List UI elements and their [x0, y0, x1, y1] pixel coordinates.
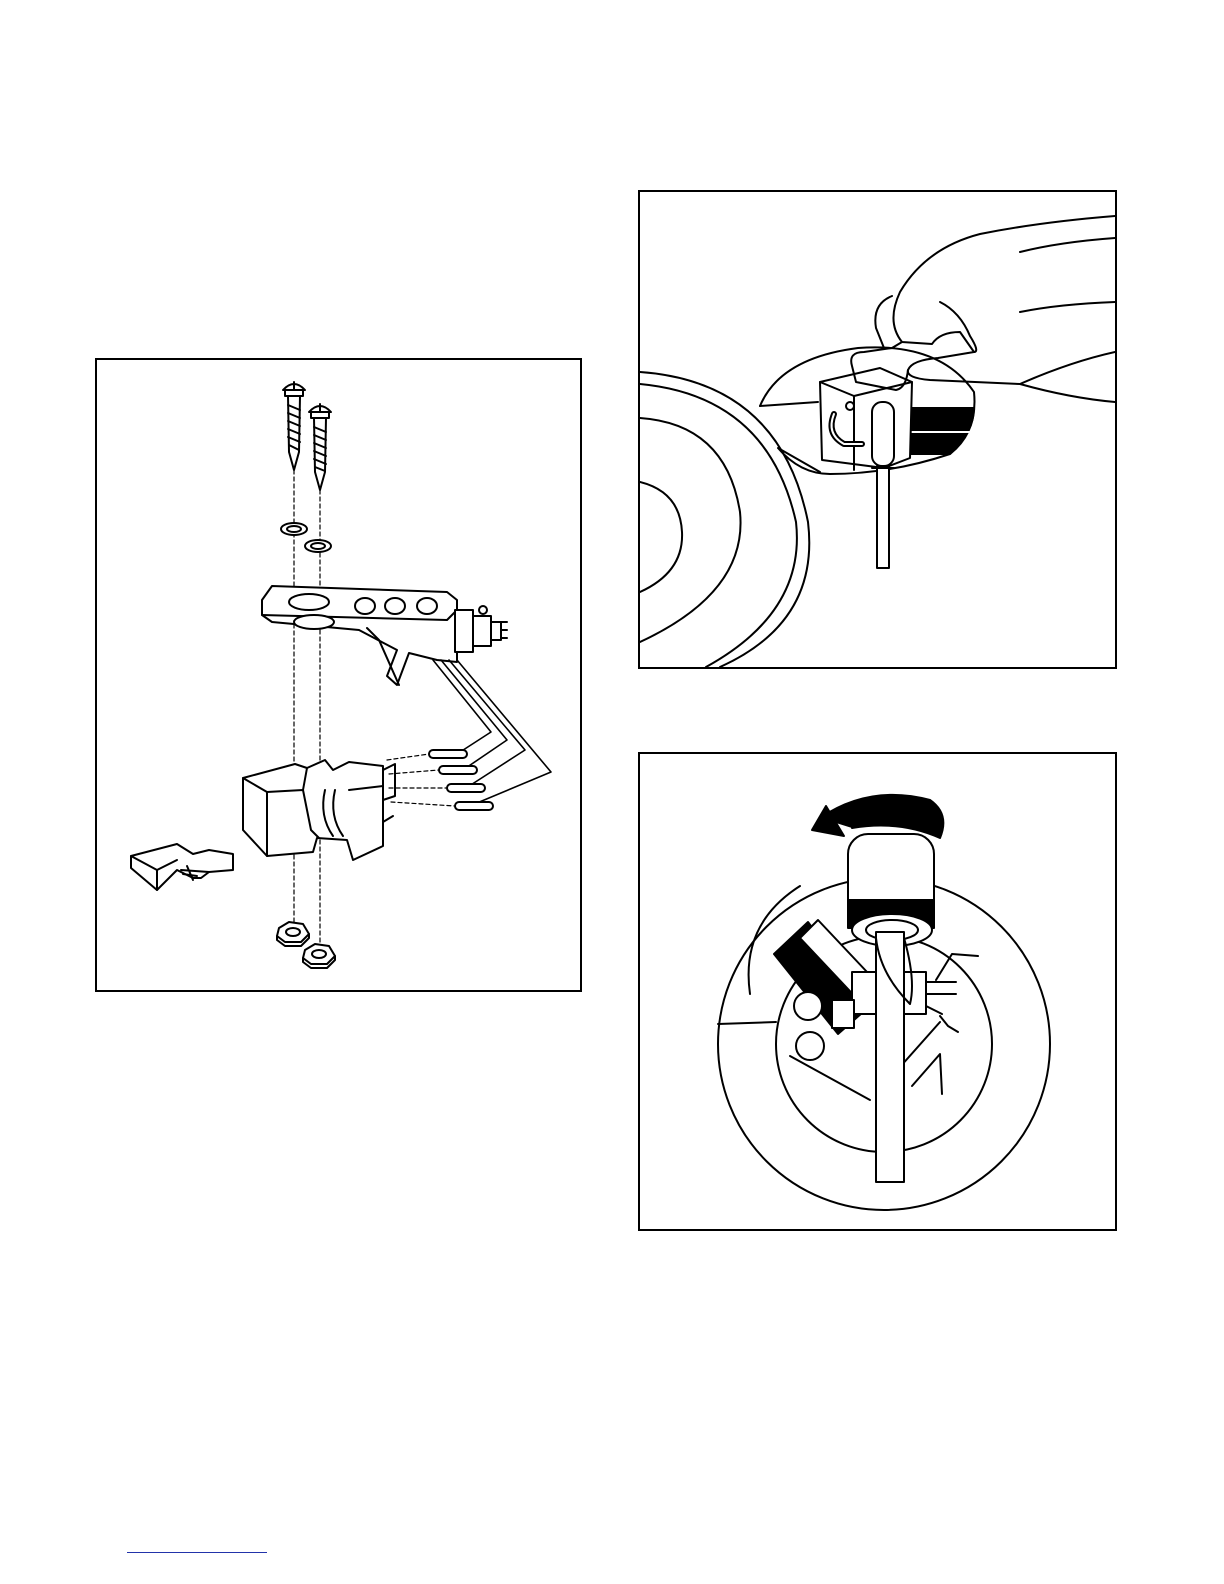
cartridge-body — [243, 760, 395, 860]
cartridge-screw-hole-upper — [794, 992, 822, 1020]
mounting-screw-left — [283, 382, 305, 470]
cartridge-screw-hole-lower — [796, 1032, 824, 1060]
hex-nut-left — [277, 922, 309, 946]
hex-nut-right — [303, 944, 335, 968]
rotate-arrow-icon — [812, 795, 943, 838]
stylus-pin-rotated — [876, 932, 912, 1182]
turntable-platter — [640, 372, 809, 667]
cartridge-exploded-diagram — [95, 358, 582, 992]
stylus-rotate-diagram — [638, 752, 1117, 1231]
headshell — [262, 586, 507, 685]
washer-right — [305, 540, 331, 552]
stylus-removal-diagram — [638, 190, 1117, 669]
stylus-assembly — [131, 844, 233, 890]
washer-left — [281, 523, 307, 535]
mounting-screw-right — [309, 404, 331, 490]
stylus-pin — [872, 402, 894, 568]
footer-rule — [127, 1552, 267, 1553]
stylus-collar — [848, 834, 934, 946]
